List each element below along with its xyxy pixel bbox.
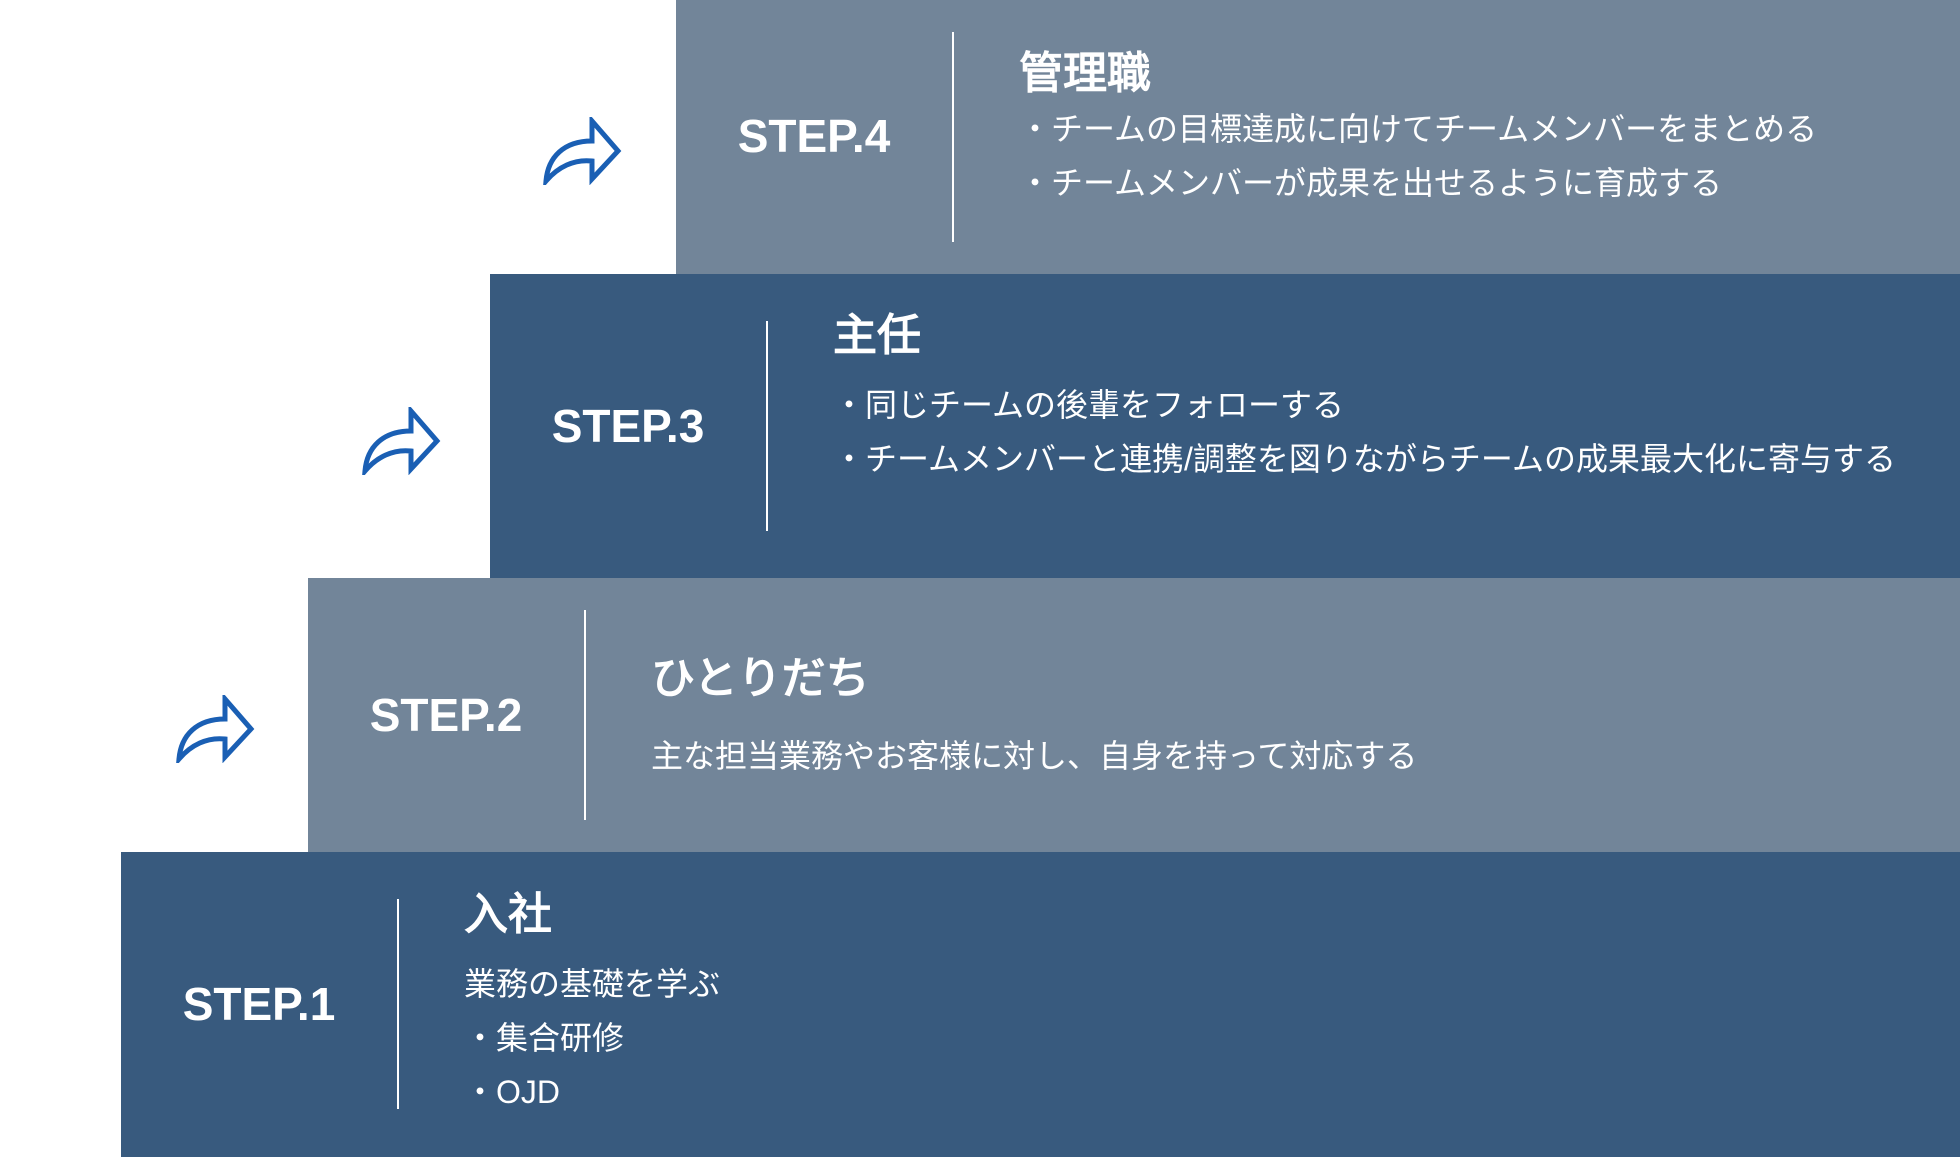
step-1-line: ・集合研修	[464, 1020, 625, 1056]
step-4-content: 管理職 ・チームの目標達成に向けてチームメンバーをまとめる ・チームメンバーが成…	[1019, 44, 1920, 210]
step-1-line: ・OJD	[464, 1074, 561, 1110]
step-4-divider	[952, 32, 954, 242]
step-2-line: 主な担当業務やお客様に対し、自身を持って対応する	[651, 738, 1418, 774]
step-2-block: STEP.2 ひとりだち 主な担当業務やお客様に対し、自身を持って対応する	[308, 578, 1960, 852]
step-1-divider	[397, 899, 399, 1109]
step-3-content: 主任 ・同じチームの後輩をフォローする ・チームメンバーと連携/調整を図りながら…	[833, 306, 1920, 486]
step-3-title: 主任	[833, 311, 921, 360]
step-1-label: STEP.1	[182, 978, 336, 1030]
step-1-title: 入社	[464, 890, 552, 939]
step-4-line: ・チームメンバーが成果を出せるように育成する	[1019, 165, 1723, 201]
step-2-title: ひとりだち	[651, 654, 870, 703]
step-3-arrow-icon	[362, 407, 441, 475]
step-3-line: ・同じチームの後輩をフォローする	[833, 387, 1345, 423]
step-2-content: ひとりだち 主な担当業務やお客様に対し、自身を持って対応する	[651, 649, 1920, 783]
step-4-label: STEP.4	[737, 110, 891, 162]
step-2-divider	[584, 610, 586, 820]
step-4-line: ・チームの目標達成に向けてチームメンバーをまとめる	[1019, 111, 1818, 147]
step-1-block: STEP.1 入社 業務の基礎を学ぶ ・集合研修 ・OJD	[121, 852, 1960, 1157]
step-2-arrow-icon	[176, 695, 255, 763]
step-3-divider	[766, 321, 768, 531]
step-1-line: 業務の基礎を学ぶ	[464, 966, 721, 1002]
step-2-label: STEP.2	[369, 689, 523, 741]
step-1-content: 入社 業務の基礎を学ぶ ・集合研修 ・OJD	[464, 885, 1920, 1119]
step-3-label: STEP.3	[551, 400, 705, 452]
step-3-block: STEP.3 主任 ・同じチームの後輩をフォローする ・チームメンバーと連携/調…	[490, 274, 1960, 578]
step-4-arrow-icon	[543, 117, 622, 185]
step-4-title: 管理職	[1019, 49, 1151, 98]
step-3-line: ・チームメンバーと連携/調整を図りながらチームの成果最大化に寄与する	[833, 441, 1896, 477]
step-4-block: STEP.4 管理職 ・チームの目標達成に向けてチームメンバーをまとめる ・チー…	[676, 0, 1960, 274]
